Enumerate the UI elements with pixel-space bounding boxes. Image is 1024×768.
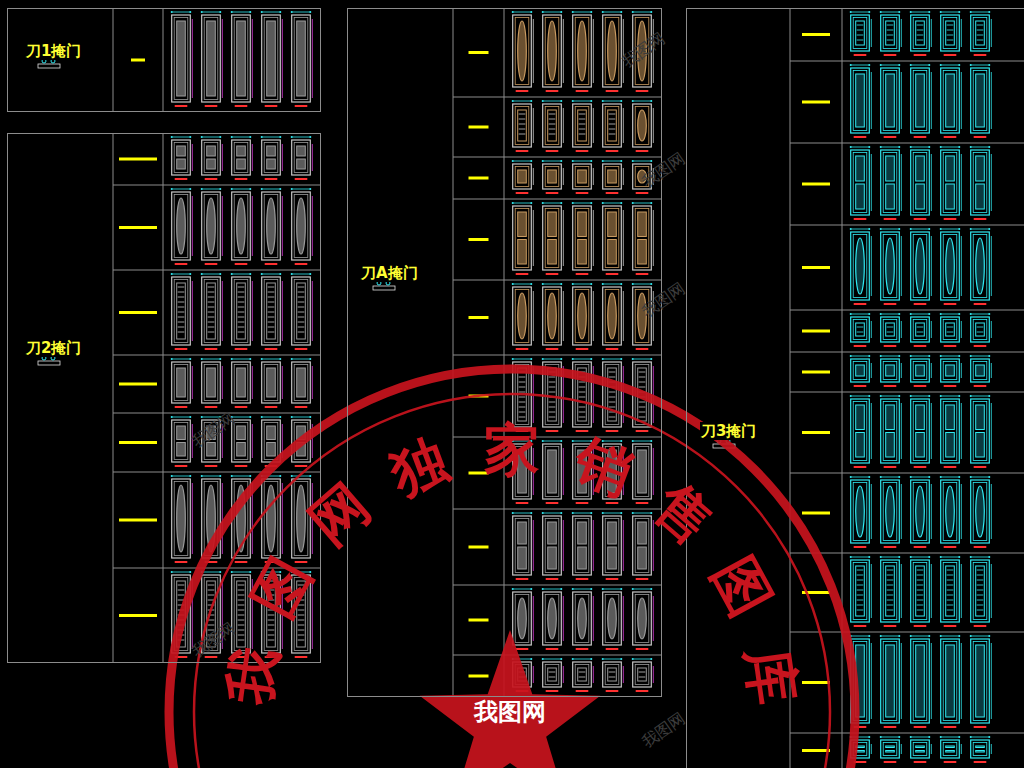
door-group-frame: 刀1掩门: [7, 8, 321, 112]
watermark: 我图网: [638, 708, 689, 753]
seal-stamp: [169, 369, 855, 768]
watermark: 我图网: [638, 278, 689, 323]
seal-character: 图: [244, 549, 320, 625]
group-title: 刀1掩门: [25, 42, 82, 60]
seal-character: 家: [484, 422, 540, 478]
group-title: 刀A掩门: [360, 264, 419, 282]
seal-character: 销: [568, 431, 640, 503]
seal-character: 库: [740, 644, 803, 707]
door-group-frame: 刀A掩门: [347, 8, 662, 697]
seal-character: 我: [221, 644, 284, 707]
door-group-frame: 刀3掩门: [686, 8, 1024, 768]
door-group-frame: 刀2掩门: [7, 133, 321, 663]
seal-character: 售: [644, 475, 723, 554]
group-title: 刀2掩门: [25, 339, 82, 357]
seal-character: 独: [384, 431, 456, 503]
seal-center-text: 我图网: [474, 696, 546, 728]
seal-character: 图: [704, 549, 780, 625]
group-title: 刀3掩门: [700, 422, 757, 440]
seal-star: [420, 630, 601, 768]
seal-character: 网: [301, 475, 380, 554]
watermark: 我图网: [638, 148, 689, 193]
cabinet-grid: [38, 8, 1024, 768]
